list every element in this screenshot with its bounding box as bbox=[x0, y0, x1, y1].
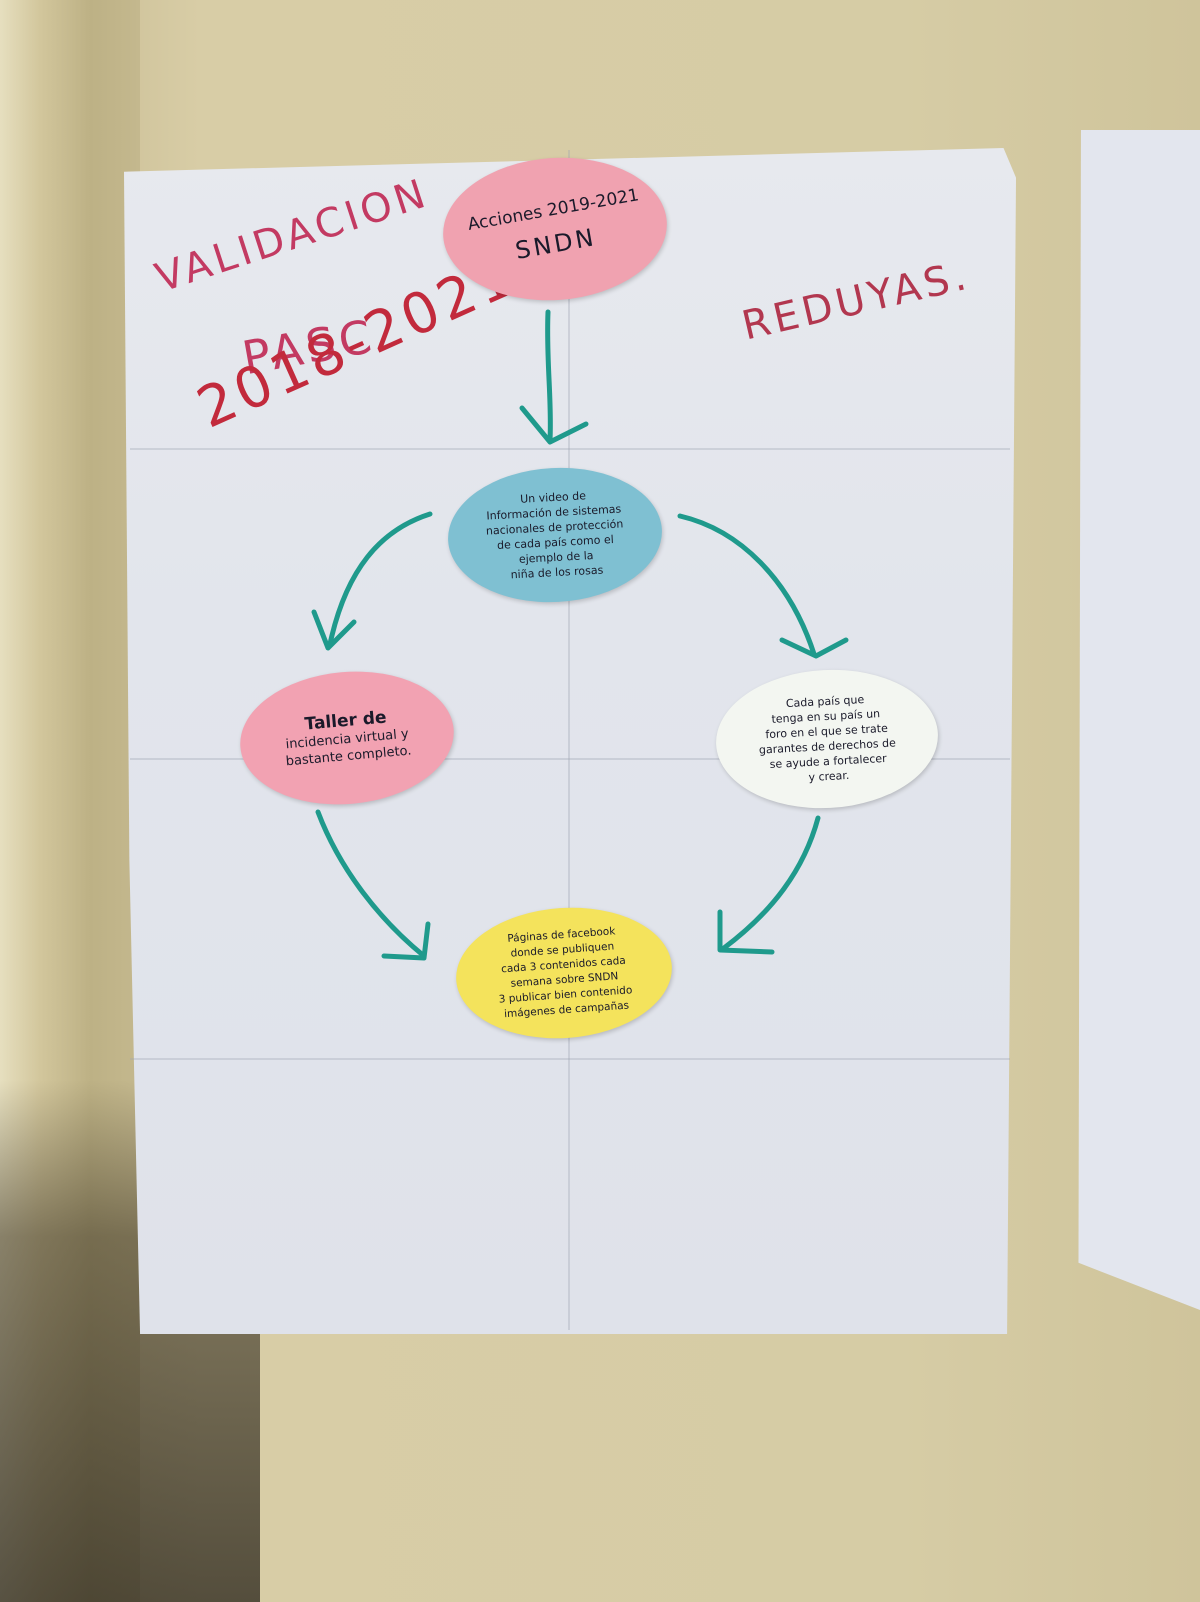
second-poster-sheet bbox=[1078, 130, 1200, 1310]
arrow-top-to-middle bbox=[545, 309, 553, 443]
arrowhead-middle-to-left bbox=[311, 609, 357, 651]
arrowhead-left-to-bottom bbox=[381, 921, 431, 961]
arrow-right-to-bottom bbox=[721, 815, 821, 951]
arrow-left-to-bottom bbox=[315, 809, 427, 959]
paper-fold-line bbox=[130, 758, 1010, 760]
arrow-middle-to-left bbox=[327, 511, 433, 647]
arrowhead-right-to-bottom bbox=[717, 909, 775, 955]
paper-fold-line bbox=[130, 1058, 1010, 1060]
arrowhead-top-to-middle bbox=[519, 405, 589, 445]
node-top-line1: Acciones 2019-2021 bbox=[466, 185, 641, 235]
paper-fold-line bbox=[130, 448, 1010, 450]
node-top-line2: SNDN bbox=[513, 223, 599, 265]
paper-fold-line bbox=[568, 150, 570, 1330]
arrow-middle-to-right bbox=[677, 513, 817, 657]
arrowhead-middle-to-right bbox=[779, 637, 849, 659]
node-right-line: y crear. bbox=[808, 768, 850, 785]
